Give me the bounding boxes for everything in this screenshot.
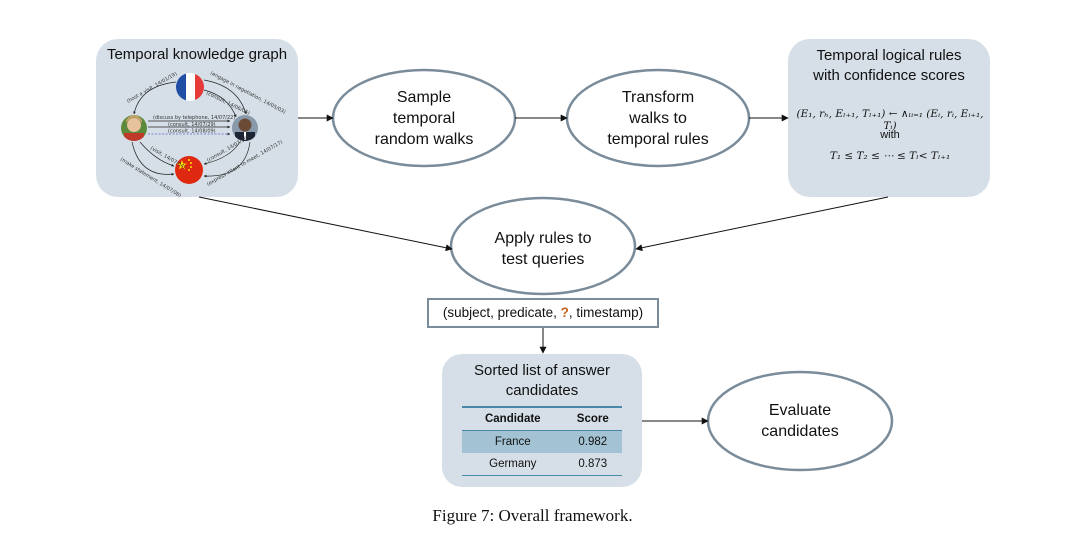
rule-formula: (E₁, rₕ, Eₗ₊₁, Tₗ₊₁) ← ∧ₗᵢ₌₁ (Eᵢ, rᵢ, Eᵢ…	[796, 108, 984, 132]
query-prefix: (subject, predicate,	[442, 305, 561, 320]
score-cell: 0.873	[563, 453, 622, 476]
china-flag-icon	[175, 156, 203, 184]
rules-title-line-1: Temporal logical rules	[816, 47, 962, 64]
table-row: Germany 0.873	[462, 453, 622, 476]
merkel-portrait-icon	[121, 115, 147, 141]
candidate-cell: France	[462, 430, 564, 453]
query-box: (subject, predicate, ?, timestamp)	[427, 298, 659, 328]
arrow-kg-to-apply	[198, 196, 453, 252]
apply-node-label: Apply rules to test queries	[463, 228, 623, 270]
sample-node-label: Sample temporal random walks	[344, 87, 504, 150]
apply-line-2: test queries	[501, 251, 585, 268]
rule-time-constraint: T₁ ≤ T₂ ≤ ⋯ ≤ Tₗ< Tₗ₊₁	[829, 150, 951, 162]
kg-box	[96, 39, 298, 197]
arrow-rules-to-apply	[635, 196, 889, 252]
query-unknown-mark: ?	[560, 305, 569, 320]
evaluate-node-label: Evaluate candidates	[720, 400, 880, 442]
candidates-table: Candidate Score France 0.982 Germany 0.8…	[462, 406, 622, 476]
figure-caption: Figure 7: Overall framework.	[432, 506, 633, 525]
kg-edge-label: (discuss by telephone, 14/07/22)	[153, 115, 235, 121]
evaluate-line-1: Evaluate	[768, 402, 832, 419]
table-row: France 0.982	[462, 430, 622, 453]
header-score: Score	[563, 406, 622, 431]
sample-line-2: temporal	[392, 110, 456, 127]
rules-title-line-2: with confidence scores	[813, 67, 965, 84]
france-flag-icon	[176, 73, 204, 101]
transform-node-label: Transform walks to temporal rules	[578, 87, 738, 150]
score-cell: 0.982	[563, 430, 622, 453]
rules-box	[788, 39, 990, 197]
rules-box-title: Temporal logical rules with confidence s…	[788, 46, 990, 86]
query-suffix: , timestamp)	[568, 305, 644, 320]
kg-edges	[131, 79, 251, 178]
candidate-cell: Germany	[462, 453, 564, 476]
transform-line-2: walks to	[629, 110, 687, 127]
results-title-line-2: candidates	[505, 382, 579, 399]
kg-edge-label: (consult, 14/08/09)	[168, 129, 216, 135]
transform-line-1: Transform	[621, 89, 695, 106]
rule-with-label: with	[880, 129, 900, 141]
header-candidate: Candidate	[462, 406, 564, 431]
results-box-title: Sorted list of answer candidates	[442, 361, 642, 401]
obama-portrait-icon	[232, 115, 258, 141]
table-header-row: Candidate Score	[462, 406, 622, 431]
kg-edge-label: (consult, 14/07/29)	[168, 122, 216, 128]
evaluate-line-2: candidates	[761, 423, 839, 440]
sample-line-3: random walks	[374, 131, 474, 148]
results-title-line-1: Sorted list of answer	[474, 362, 610, 379]
transform-line-3: temporal rules	[607, 131, 709, 148]
kg-box-title: Temporal knowledge graph	[106, 46, 288, 63]
apply-line-1: Apply rules to	[494, 230, 592, 247]
sample-line-1: Sample	[396, 89, 452, 106]
